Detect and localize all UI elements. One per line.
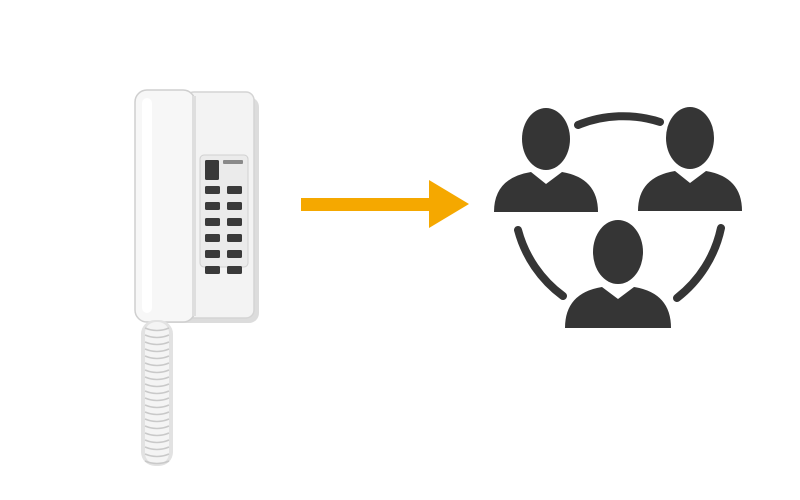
group-ring-arc-top [574,112,664,129]
cord-coil [144,362,170,367]
keypad-key [227,202,242,210]
group-ring-arc-right [673,224,725,302]
cord-coil [144,369,170,374]
intercom-keypad [205,186,242,274]
keypad-key [227,218,242,226]
cord-coil [144,327,170,332]
keypad-key [205,234,220,242]
keypad-key [205,218,220,226]
keypad-key [227,186,242,194]
cord-coil [144,439,170,444]
cord-coil [144,404,170,409]
arrow-shaft [301,198,435,211]
intercom-display [205,160,219,180]
user-group-icon [494,107,742,328]
arrow-right-icon [301,180,469,228]
person-icon [638,107,742,211]
cord-coil [144,453,170,458]
person-icon [565,220,671,328]
cord-coil [144,432,170,437]
keypad-key [205,202,220,210]
arrow-head [429,180,469,228]
keypad-key [205,186,220,194]
keypad-key [227,266,242,274]
cord-coil [144,425,170,430]
cord-coil [144,418,170,423]
person-icon [494,108,598,212]
cord-coil [144,341,170,346]
keypad-key [227,234,242,242]
cord-coil [144,390,170,395]
coiled-cord [141,320,173,466]
keypad-key [205,266,220,274]
cord-coil [144,355,170,360]
cord-coil [144,334,170,339]
cord-coil [144,376,170,381]
cord-coil [144,411,170,416]
cord-coil [144,460,170,465]
keypad-key [205,250,220,258]
group-ring-arc-left [514,226,567,300]
cord-coil [144,383,170,388]
intercom-handset-icon [134,89,259,466]
cord-coil [144,446,170,451]
cord-coil [144,397,170,402]
cord-coil [144,348,170,353]
keypad-key [227,250,242,258]
